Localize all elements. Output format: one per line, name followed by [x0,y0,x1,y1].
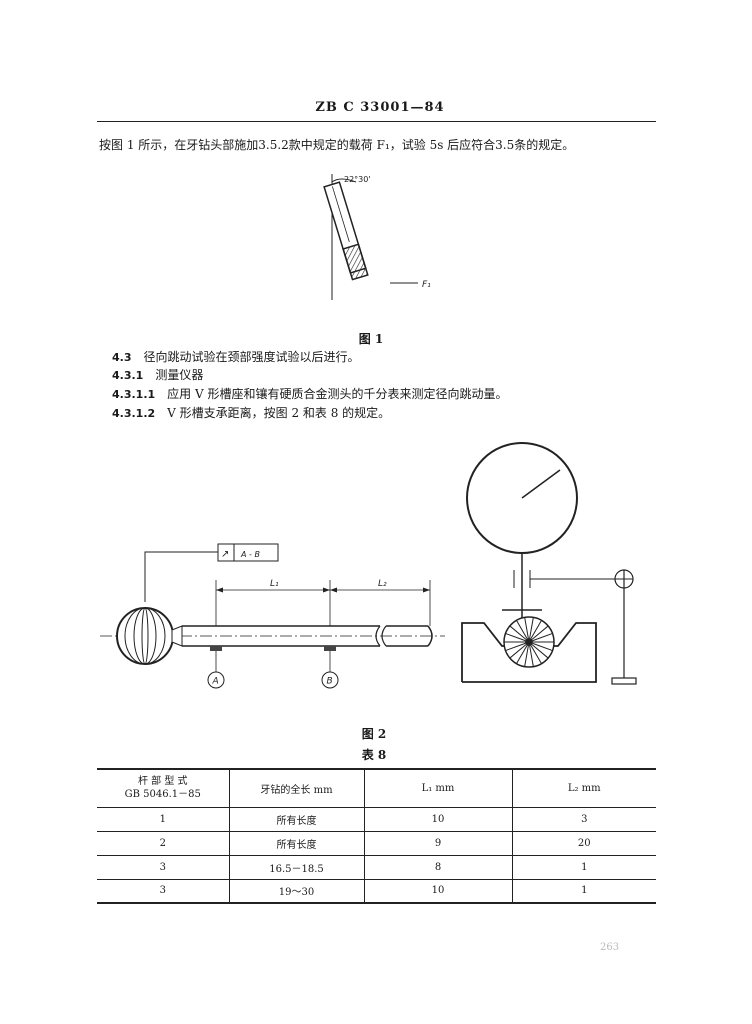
spec-table: 杆 部 型 式 GB 5046.1－85 牙钻的全长 mm L₁ mm L₂ m… [97,768,656,904]
cell-l1: 10 [363,807,512,831]
table-row: 3 16.5－18.5 8 1 [97,855,656,879]
header-rule [97,121,656,122]
header-l1: L₁ mm [363,769,512,807]
table-title: 表 8 [361,748,387,762]
bur-tooth [531,625,549,640]
table-row: 2 所有长度 9 20 [97,831,656,855]
clause-text: 径向跳动试验在颈部强度试验以后进行。 [143,350,360,364]
angle-label: 22°30' [344,175,371,184]
clause-4-3-1-2: 4.3.1.2 V 形槽支承距离，按图 2 和表 8 的规定。 [112,404,390,421]
standard-code: ZB C 33001—84 [315,100,445,115]
runout-symbol-icon: ↗ [221,549,229,560]
table-header-row: 杆 部 型 式 GB 5046.1－85 牙钻的全长 mm L₁ mm L₂ m… [97,769,656,807]
page-number: 263 [600,942,620,953]
clause-number: 4.3.1.2 [112,407,156,420]
clause-text: 测量仪器 [155,368,204,382]
figure-2-caption: 图 2 [361,727,387,741]
datum-reference: A - B [240,550,260,559]
bur-head [342,243,369,281]
bur-head-ball [116,607,174,665]
datum-a-label: A [212,677,219,687]
cell-overall-length: 所有长度 [228,831,364,855]
datum-b-label: B [327,677,333,687]
table-row: 1 所有长度 10 3 [97,807,656,831]
bur-tooth [530,620,542,639]
clause-number: 4.3 [112,351,132,364]
header-overall-length: 牙钻的全长 mm [228,769,364,807]
figure-1-caption: 图 1 [358,332,384,346]
bur-cross-section [503,616,555,668]
tolerance-leader [144,551,218,602]
bur-shank [323,181,369,281]
force-label: F₁ [422,280,431,290]
cell-shank-type: 3 [159,861,166,873]
bur-tooth [529,617,534,639]
dimension-l1: L₁ [270,579,279,589]
angle-arc [331,178,357,183]
cell-l1: 8 [363,855,512,879]
header-l2: L₂ mm [511,769,656,807]
figure-2-drawing: ↗ A - B L₁ L₂ A B [100,442,637,689]
datum-a-marker [207,671,225,689]
bur-tooth [532,632,553,642]
bur-tooth [524,617,529,639]
clause-4-3-1: 4.3.1 测量仪器 [112,366,203,383]
bur-tooth [516,620,528,639]
bur-tooth [509,625,527,640]
clause-text: V 形槽支承距离，按图 2 和表 8 的规定。 [167,406,391,420]
header-shank-type: 杆 部 型 式 GB 5046.1－85 [124,776,201,801]
bur-tooth [530,645,542,664]
support-a [210,646,222,651]
clause-number: 4.3.1.1 [112,388,156,401]
tolerance-frame [217,543,279,562]
gauge-stand [530,569,637,685]
table-row: 3 19～30 10 1 [97,879,656,903]
figure-1-drawing: 22°30' F₁ [323,174,431,300]
cell-shank-type: 3 [159,885,166,897]
dimension-l2: L₂ [378,579,387,589]
bur-tooth [505,632,526,642]
cell-overall-length: 16.5－18.5 [228,855,364,879]
bur-tooth [524,645,529,667]
cell-overall-length: 所有长度 [228,807,364,831]
bur-tooth [531,644,549,659]
bur-tooth [516,645,528,664]
cell-shank-type: 2 [159,837,166,849]
cell-l2: 1 [511,879,656,903]
clause-text: 应用 V 形槽座和镶有硬质合金测头的千分表来测定径向跳动量。 [167,387,508,401]
bur-tooth [505,642,526,652]
bur-neck [171,625,183,647]
bur-tooth [529,645,534,667]
cell-l2: 3 [511,807,656,831]
bur-tooth [532,642,553,652]
clause-4-3-1-1: 4.3.1.1 应用 V 形槽座和镶有硬质合金测头的千分表来测定径向跳动量。 [112,385,507,402]
cell-l2: 20 [511,831,656,855]
intro-paragraph: 按图 1 所示，在牙钻头部施加3.5.2款中规定的载荷 F₁，试验 5s 后应符… [99,138,575,152]
cell-overall-length: 19～30 [228,879,364,903]
cell-l1: 10 [363,879,512,903]
clause-number: 4.3.1 [112,369,144,382]
cell-shank-type: 1 [159,813,166,825]
cell-l2: 1 [511,855,656,879]
datum-b-marker [321,671,339,689]
support-b [324,646,336,651]
gauge-needle [521,469,561,499]
bur-tooth [509,644,527,659]
cell-l1: 9 [363,831,512,855]
clause-4-3: 4.3 径向跳动试验在颈部强度试验以后进行。 [112,348,360,365]
dial-gauge [466,442,578,618]
